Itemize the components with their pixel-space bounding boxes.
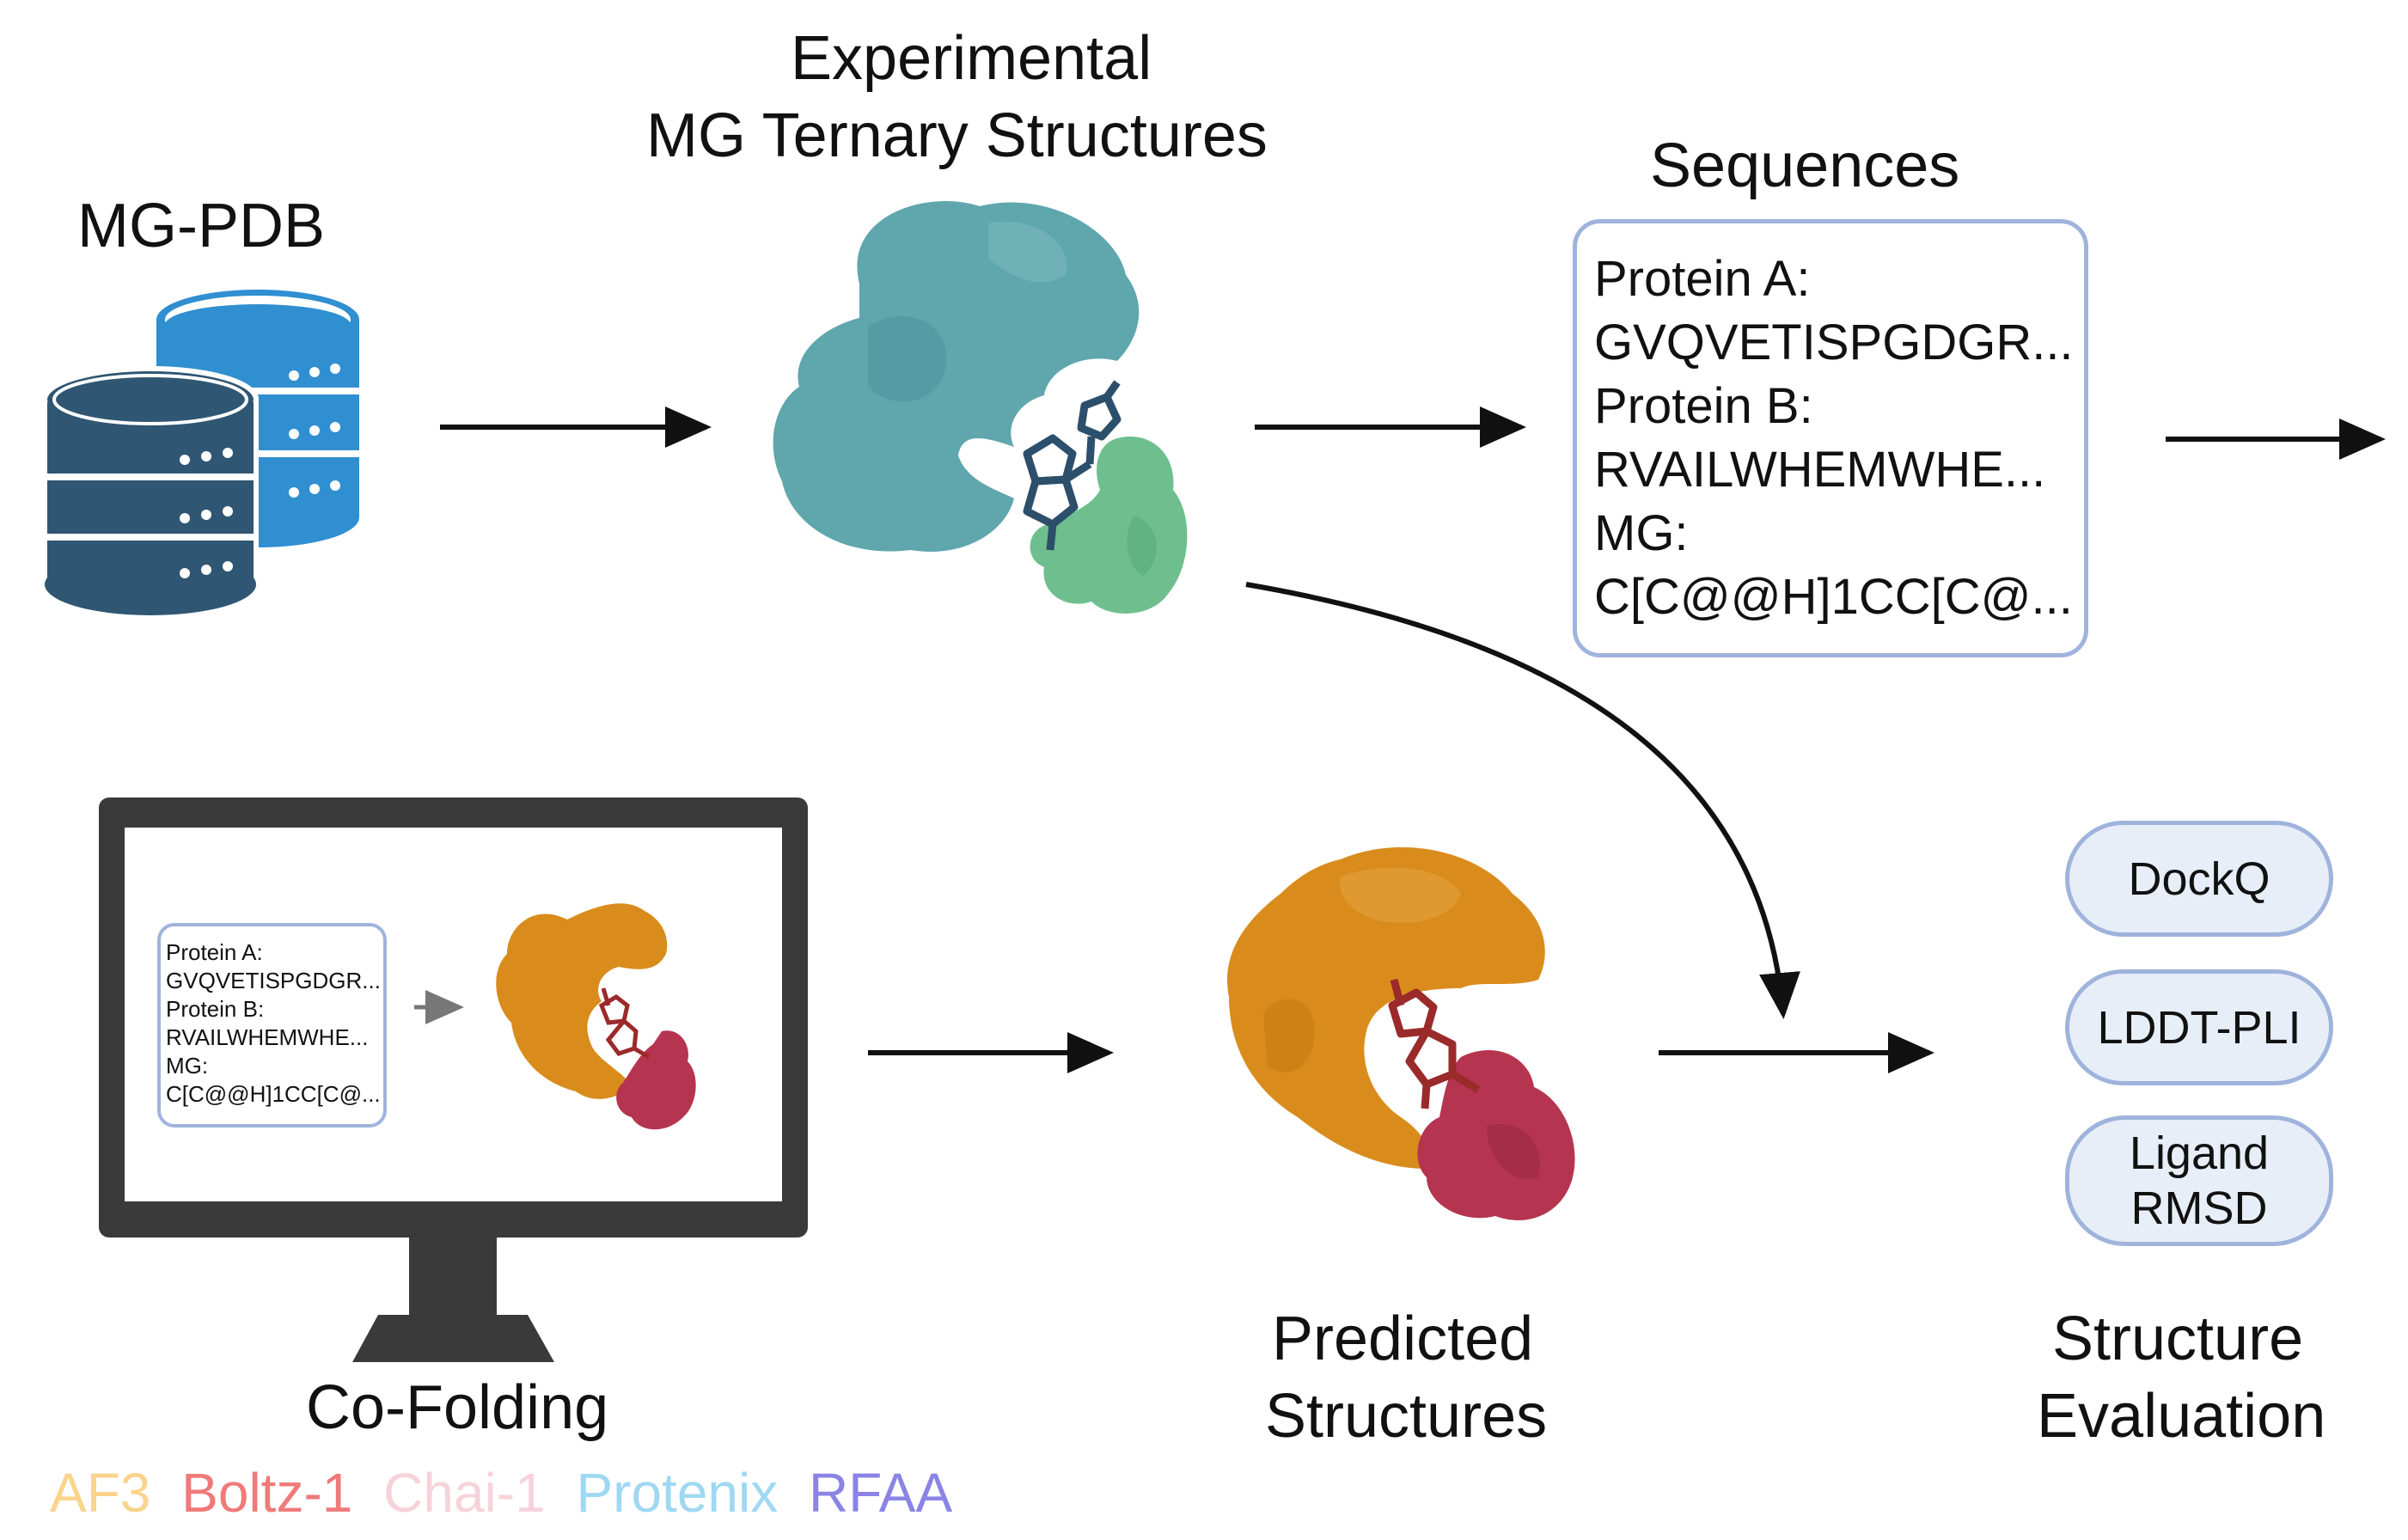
- metric-label: DockQ: [2128, 852, 2270, 905]
- seq-line: Protein A:: [1594, 251, 1811, 307]
- mgpdb-title: MG-PDB: [77, 192, 325, 260]
- experimental-title-line1: Experimental: [791, 24, 1152, 93]
- seq-line: MG:: [1594, 505, 1689, 561]
- cofolding-title: Co-Folding: [306, 1373, 609, 1442]
- monitor-seq-line: C[C@@H]1CC[C@...: [166, 1081, 381, 1107]
- experimental-title-line2: MG Ternary Structures: [646, 101, 1268, 170]
- predicted-title-line2: Structures: [1265, 1382, 1548, 1451]
- model-chai1: Chai-1: [383, 1462, 546, 1524]
- seq-line: RVAILWHEMWHE...: [1594, 442, 2046, 498]
- orange-protein-blob: [1227, 846, 1545, 1169]
- model-af3: AF3: [50, 1462, 151, 1524]
- monitor-seq-line: RVAILWHEMWHE...: [166, 1024, 369, 1050]
- curved-arrow-experimental-to-evaluation: [1245, 582, 1800, 1019]
- model-boltz1: Boltz-1: [181, 1462, 353, 1524]
- database-icon: [42, 290, 359, 615]
- monitor-seq-line: MG:: [166, 1053, 209, 1079]
- seq-line: Protein B:: [1594, 378, 1813, 434]
- seq-line: GVQVETISPGDGR...: [1594, 315, 2074, 370]
- monitor-seq-line: Protein B:: [166, 996, 265, 1022]
- monitor-sequence-box: Protein A: GVQVETISPGDGR... Protein B: R…: [157, 923, 387, 1128]
- model-rfaa: RFAA: [809, 1462, 953, 1524]
- evaluation-title-line2: Evaluation: [2037, 1382, 2326, 1451]
- teal-protein-blob: [773, 201, 1140, 552]
- metric-ligand-rmsd: Ligand RMSD: [2065, 1115, 2333, 1246]
- model-list: AF3 Boltz-1 Chai-1 Protenix RFAA: [50, 1461, 968, 1525]
- database-front-stack: [42, 366, 259, 615]
- predicted-structure-icon: [1227, 846, 1575, 1220]
- sequences-box: Protein A: GVQVETISPGDGR... Protein B: R…: [1573, 219, 2088, 657]
- metric-label: LDDT-PLI: [2097, 1001, 2301, 1054]
- predicted-title-line1: Predicted: [1272, 1305, 1534, 1373]
- model-protenix: Protenix: [576, 1462, 779, 1524]
- evaluation-title-line1: Structure: [2052, 1305, 2304, 1373]
- seq-line: C[C@@H]1CC[C@...: [1594, 569, 2073, 625]
- sequences-title: Sequences: [1650, 131, 1960, 200]
- metric-lddt-pli: LDDT-PLI: [2065, 969, 2333, 1085]
- monitor-seq-line: Protein A:: [166, 939, 263, 965]
- monitor-predicted-structure: [496, 903, 696, 1130]
- experimental-structure-icon: [773, 201, 1188, 614]
- metric-label: Ligand RMSD: [2129, 1128, 2270, 1234]
- ligand-red: [1388, 978, 1481, 1109]
- metric-dockq: DockQ: [2065, 821, 2333, 937]
- ligand-blue: [1023, 380, 1121, 551]
- monitor-seq-line: GVQVETISPGDGR...: [166, 968, 381, 993]
